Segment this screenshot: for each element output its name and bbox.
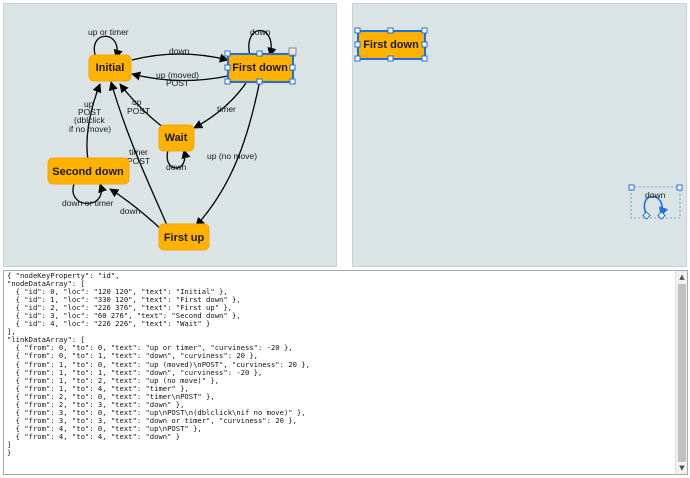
resize-handle[interactable] [224,64,231,71]
scroll-up-arrow-icon[interactable]: ▲ [679,273,685,281]
link-label: up [132,97,142,107]
palette-link-self-loop[interactable]: down [628,184,683,220]
node-label: Initial [96,62,125,74]
resize-handle[interactable] [256,78,263,85]
diagram-canvas[interactable]: up or timer down up (moved) POST down up… [3,3,337,267]
link-0-0-up-or-timer[interactable]: up or timer [88,27,129,59]
link-handle[interactable] [657,211,666,220]
link-label: down [169,46,190,56]
resize-handle[interactable] [256,50,263,57]
node-label: Second down [52,166,124,178]
node-wait[interactable]: Wait [158,124,195,152]
resize-handle[interactable] [676,184,683,191]
vertical-scrollbar[interactable]: ▲ ▼ [675,271,687,474]
resize-handle[interactable] [628,184,635,191]
resize-handle[interactable] [387,27,394,34]
resize-handle[interactable] [224,78,231,85]
scrollbar-thumb[interactable] [678,284,686,462]
link-label: POST [166,78,189,88]
model-json-text[interactable]: { "nodeKeyProperty": "id", "nodeDataArra… [7,271,310,458]
link-label: up (no move) [207,151,257,161]
scroll-down-arrow-icon[interactable]: ▼ [679,464,685,472]
node-first-down[interactable]: First down [224,47,297,85]
resize-handle[interactable] [224,50,231,57]
link-1-1-down[interactable]: down [248,27,277,57]
palette-canvas[interactable]: First down down [352,3,687,267]
link-label: down [120,206,141,216]
link-1-4-timer[interactable]: timer [193,79,249,129]
link-label: if no move) [69,124,111,134]
add-button[interactable] [288,47,297,56]
link-label: down or timer [62,198,114,208]
link-label: POST [78,107,101,117]
link-label: down [166,162,187,172]
node-second-down[interactable]: Second down [47,157,130,185]
resize-handle[interactable] [354,27,361,34]
link-label: up (moved) [156,70,199,80]
resize-handle[interactable] [421,55,428,62]
node-label: First down [232,62,288,74]
link-2-3-down[interactable]: down [109,188,163,231]
resize-handle[interactable] [289,64,296,71]
link-label: up [84,99,94,109]
resize-handle[interactable] [354,41,361,48]
link-4-4-down[interactable]: down [166,149,191,172]
link-3-0-up-post-dblclick[interactable]: up POST (dblclick if no move) [69,83,111,161]
diagram-svg: up or timer down up (moved) POST down up… [47,27,297,251]
link-label: POST [127,156,150,166]
link-handle[interactable] [642,211,651,220]
link-label: timer [129,147,148,157]
link-0-1-down[interactable]: down [131,46,229,63]
palette-svg: First down down [354,27,683,220]
palette-node-first-down[interactable]: First down [354,27,428,62]
node-label: First down [363,39,419,51]
model-json-textarea[interactable]: { "nodeKeyProperty": "id", "nodeDataArra… [3,270,688,475]
link-label: down [645,190,666,200]
link-4-0-up-post[interactable]: up POST [119,83,165,129]
link-2-0-timer-post[interactable]: timer POST [108,81,170,231]
node-label: Wait [165,132,188,144]
link-label: (dblclick [74,115,105,125]
resize-handle[interactable] [421,27,428,34]
resize-handle[interactable] [354,55,361,62]
link-label: up or timer [88,27,129,37]
link-1-2-up-no-move[interactable]: up (no move) [195,79,261,227]
link-label: POST [127,106,150,116]
link-label: down [250,27,271,37]
resize-handle[interactable] [387,55,394,62]
resize-handle[interactable] [289,78,296,85]
link-3-3-down-or-timer[interactable]: down or timer [62,183,114,208]
link-1-0-up-moved-post[interactable]: up (moved) POST [131,70,229,88]
link-label: timer [217,104,236,114]
node-initial[interactable]: Initial [88,54,132,82]
node-label: First up [164,232,205,244]
resize-handle[interactable] [421,41,428,48]
node-first-up[interactable]: First up [158,223,210,251]
